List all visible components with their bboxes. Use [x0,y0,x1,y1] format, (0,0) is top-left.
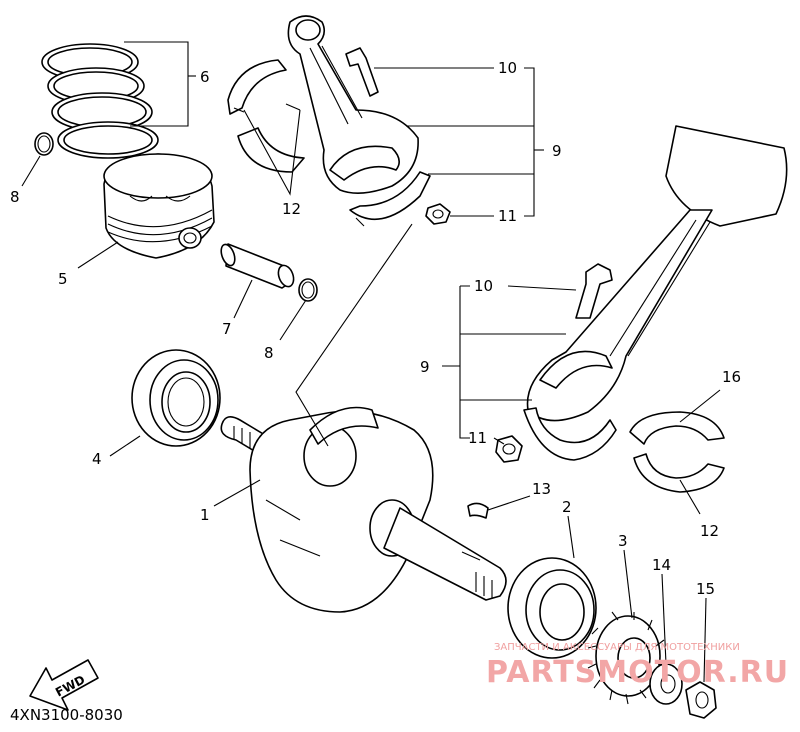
callout-10-top: 10 [498,59,517,77]
piston-circlip-right [298,278,318,302]
diagram-code: 4XN3100-8030 [10,706,123,724]
connecting-rod-right [495,125,788,463]
woodruff-key [467,502,489,519]
callout-12-top: 12 [282,200,301,218]
callout-7: 7 [222,320,232,338]
watermark: ЗАПЧАСТИ И АКСЕССУАРЫ ДЛЯ МОТОТЕХНИКИ PA… [486,642,789,690]
bearing-shells-top [227,59,305,173]
callout-14: 14 [652,556,671,574]
bearing-left [131,349,221,447]
callout-11-top: 11 [498,207,517,225]
crankshaft [220,406,507,613]
callout-2: 2 [562,498,572,516]
piston [103,153,215,259]
callout-4: 4 [92,450,102,468]
callout-9-right: 9 [420,358,430,376]
callout-16: 16 [722,368,741,386]
washer [649,663,683,705]
bearing-right [507,557,597,659]
piston-circlip-left [34,132,54,156]
piston-rings [41,43,159,159]
crank-nut [685,681,717,719]
callout-9-top: 9 [552,142,562,160]
callout-11-right: 11 [468,429,487,447]
callout-12-right: 12 [700,522,719,540]
callout-10-right: 10 [474,277,493,295]
leader-lines [21,41,721,683]
callout-3: 3 [618,532,628,550]
watermark-brand: PARTSMOTOR.RU [486,655,789,690]
callout-numbers: 6 8 12 10 9 11 5 7 8 10 9 11 16 4 1 13 2… [10,59,741,598]
callout-5: 5 [58,270,68,288]
callout-6: 6 [200,68,210,86]
fwd-arrow: FWD [29,659,99,711]
connecting-rod-top [287,15,451,227]
callout-1: 1 [200,506,210,524]
primary-drive-gear [587,611,666,705]
callout-8-left: 8 [10,188,20,206]
piston-pin [220,243,295,289]
callout-8-right: 8 [264,344,274,362]
watermark-tagline: ЗАПЧАСТИ И АКСЕССУАРЫ ДЛЯ МОТОТЕХНИКИ [494,642,740,653]
callout-15: 15 [696,580,715,598]
bearing-shells-right [629,411,725,493]
callout-13: 13 [532,480,551,498]
